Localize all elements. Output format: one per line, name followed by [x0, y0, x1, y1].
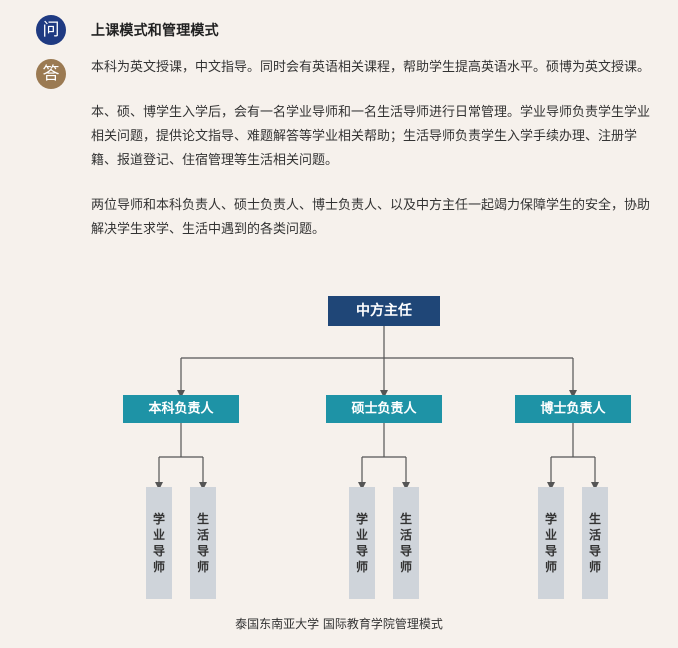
- branch-node-box: [123, 395, 239, 423]
- answer-paragraph: 本科为英文授课，中文指导。同时会有英语相关课程，帮助学生提高英语水平。硕博为英文…: [91, 60, 651, 75]
- root-node-box: [328, 296, 440, 326]
- tutor-node-label-char: 导: [197, 543, 209, 558]
- tutor-node-label-char: 导: [400, 543, 412, 558]
- tutor-node-label-char: 导: [153, 543, 165, 558]
- tutor-node-label-char: 师: [197, 559, 209, 574]
- tutor-node-label-char: 活: [400, 527, 412, 542]
- root-node-label: 中方主任: [356, 302, 412, 319]
- question-icon: 问: [36, 15, 66, 45]
- branch-node-box: [326, 395, 442, 423]
- answer-icon: 答: [36, 59, 66, 89]
- tutor-node-label-char: 学: [356, 511, 368, 526]
- answer-text: 本科为英文授课，中文指导。同时会有英语相关课程，帮助学生提高英语水平。硕博为英文…: [91, 56, 661, 263]
- question-title: 上课模式和管理模式: [91, 23, 219, 39]
- tutor-node-label-char: 活: [197, 527, 209, 542]
- branch-node-label: 本科负责人: [148, 401, 214, 417]
- tutor-node-label-char: 师: [153, 559, 165, 574]
- tutor-node-label-char: 师: [356, 559, 368, 574]
- tutor-node-label-char: 导: [545, 543, 557, 558]
- tutor-node-label-char: 师: [400, 559, 412, 574]
- tutor-node-label-char: 业: [356, 527, 368, 542]
- tutor-node-label-char: 生: [589, 511, 601, 526]
- tutor-node-box: [146, 487, 172, 599]
- tutor-node-label-char: 学: [545, 511, 557, 526]
- tutor-node-box: [393, 487, 419, 599]
- tutor-node-label-char: 导: [589, 543, 601, 558]
- answer-paragraph: 本、硕、博学生入学后，会有一名学业导师和一名生活导师进行日常管理。学业导师负责学…: [91, 105, 651, 168]
- tutor-node-label-char: 生: [400, 511, 412, 526]
- tutor-node-label-char: 师: [545, 559, 557, 574]
- tutor-node-box: [349, 487, 375, 599]
- org-nodes: 中方主任本科负责人学业导师生活导师硕士负责人学业导师生活导师博士负责人学业导师生…: [123, 296, 631, 599]
- answer-paragraph: 两位导师和本科负责人、硕士负责人、博士负责人、以及中方主任一起竭力保障学生的安全…: [91, 198, 651, 237]
- tutor-node-label-char: 师: [589, 559, 601, 574]
- branch-node-label: 博士负责人: [540, 401, 606, 417]
- tutor-node-label-char: 生: [197, 511, 209, 526]
- branch-node-box: [515, 395, 631, 423]
- org-connectors: [155, 326, 599, 490]
- org-chart-caption: 泰国东南亚大学 国际教育学院管理模式: [235, 617, 443, 631]
- branch-node-label: 硕士负责人: [351, 401, 417, 417]
- tutor-node-box: [538, 487, 564, 599]
- tutor-node-label-char: 业: [153, 527, 165, 542]
- org-chart: 中方主任本科负责人学业导师生活导师硕士负责人学业导师生活导师博士负责人学业导师生…: [123, 296, 631, 599]
- tutor-node-box: [190, 487, 216, 599]
- tutor-node-label-char: 业: [545, 527, 557, 542]
- tutor-node-label-char: 导: [356, 543, 368, 558]
- tutor-node-label-char: 活: [589, 527, 601, 542]
- tutor-node-label-char: 学: [153, 511, 165, 526]
- tutor-node-box: [582, 487, 608, 599]
